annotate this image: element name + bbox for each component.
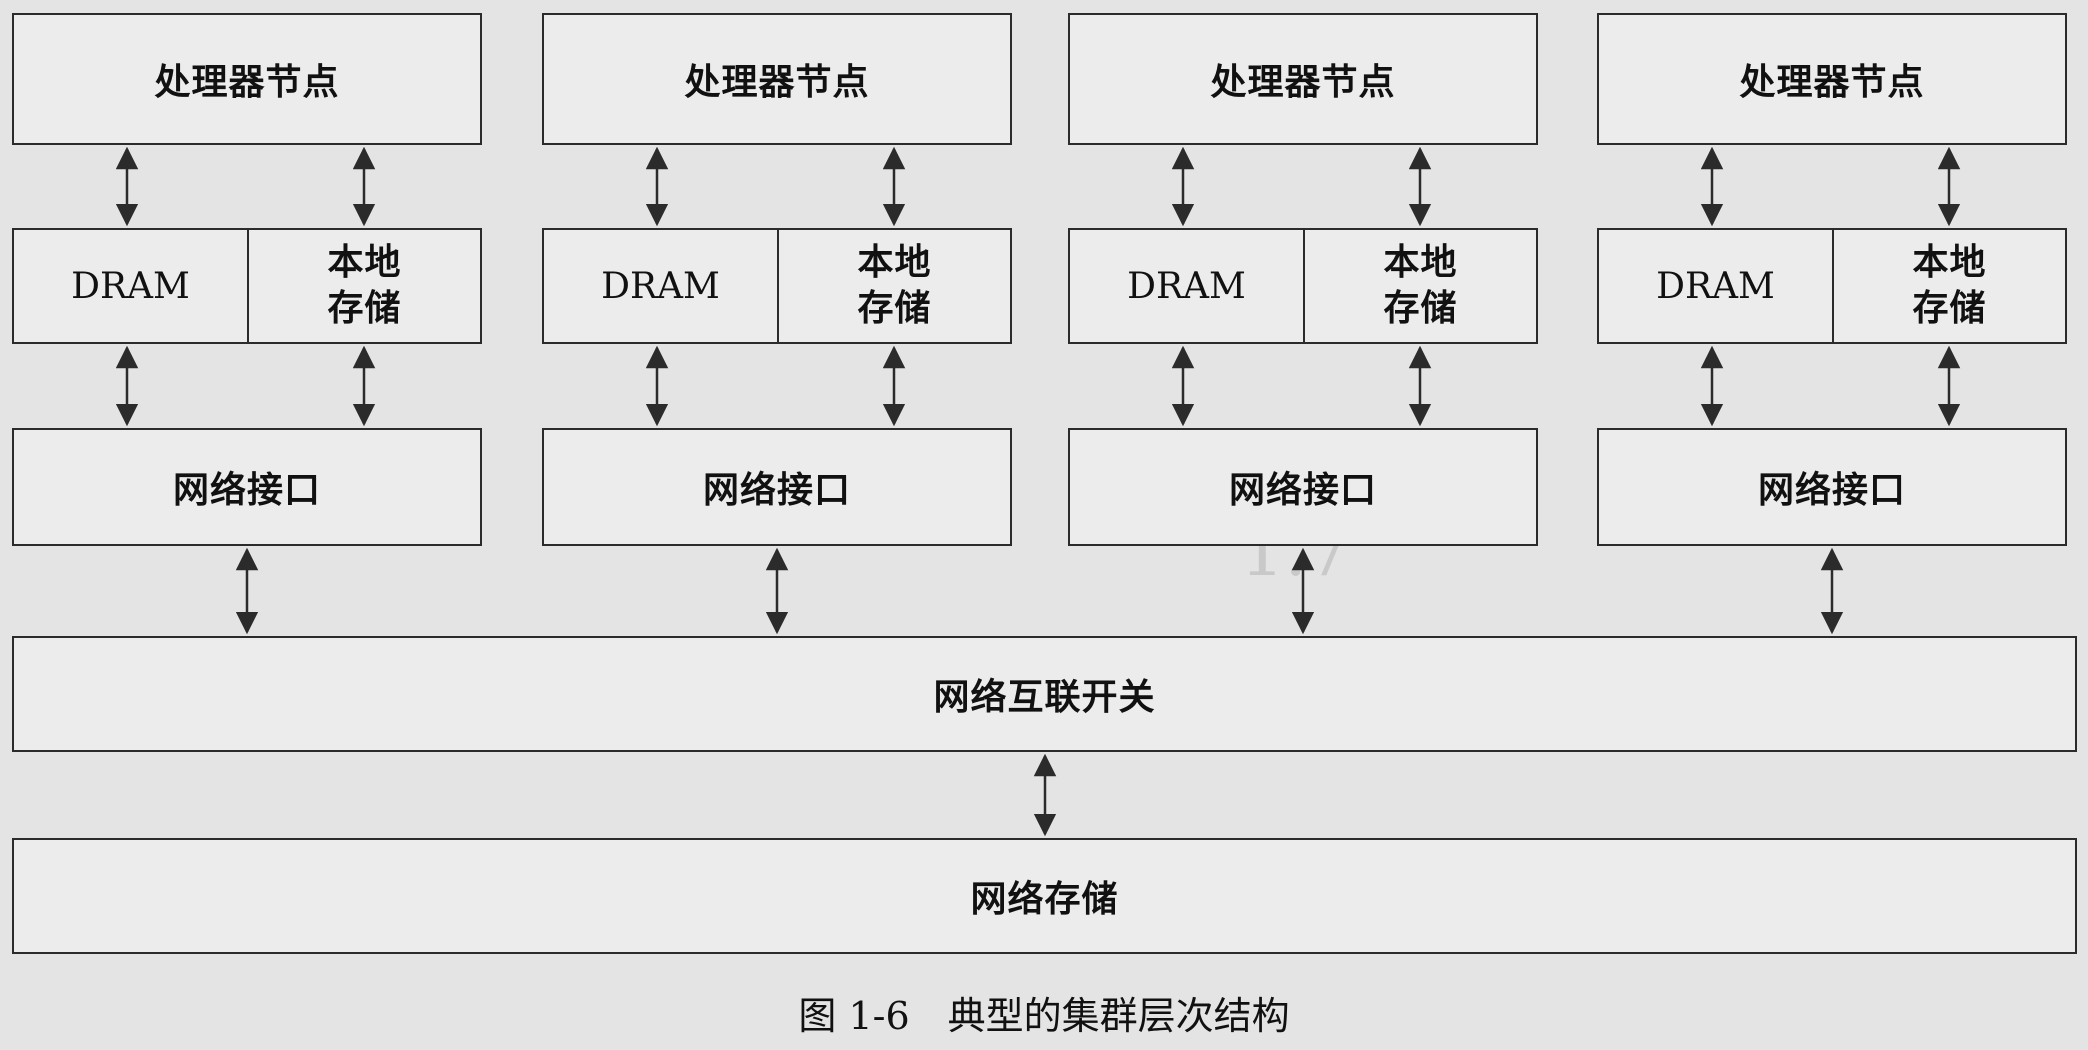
local-storage-box: 本地存储 (247, 228, 482, 344)
network-interface-box: 网络接口 (1597, 428, 2067, 546)
network-interface-box: 网络接口 (12, 428, 482, 546)
dram-box: DRAM (1068, 228, 1305, 344)
local-storage-label-line1: 本地 (327, 242, 402, 283)
dram-label: DRAM (1656, 265, 1775, 307)
processor-node-box: 处理器节点 (1068, 13, 1538, 145)
dram-label: DRAM (601, 265, 720, 307)
processor-node-label: 处理器节点 (1739, 62, 1925, 103)
figure-caption: 图 1-6 典型的集群层次结构 (798, 994, 1290, 1038)
network-storage-label: 网络存储 (970, 879, 1119, 920)
processor-node-box: 处理器节点 (542, 13, 1012, 145)
processor-node-label: 处理器节点 (1210, 62, 1396, 103)
dram-box: DRAM (12, 228, 249, 344)
dram-label: DRAM (71, 265, 190, 307)
local-storage-label-line1: 本地 (857, 242, 932, 283)
local-storage-label-line2: 存储 (857, 288, 932, 329)
processor-node-box: 处理器节点 (12, 13, 482, 145)
network-switch: 网络互联开关 (12, 636, 2077, 752)
local-storage-label-line2: 存储 (1912, 288, 1987, 329)
dram-box: DRAM (1597, 228, 1834, 344)
local-storage-label-line1: 本地 (1383, 242, 1458, 283)
processor-node-box: 处理器节点 (1597, 13, 2067, 145)
network-interface-box: 网络接口 (542, 428, 1012, 546)
local-storage-label-line2: 存储 (1383, 288, 1458, 329)
network-switch-label: 网络互联开关 (933, 677, 1156, 718)
local-storage-box: 本地存储 (1832, 228, 2067, 344)
local-storage-label-line1: 本地 (1912, 242, 1987, 283)
local-storage-label-line2: 存储 (327, 288, 402, 329)
network-interface-label: 网络接口 (1228, 470, 1377, 511)
dram-label: DRAM (1127, 265, 1246, 307)
network-interface-box: 网络接口 (1068, 428, 1538, 546)
dram-box: DRAM (542, 228, 779, 344)
network-interface-label: 网络接口 (702, 470, 851, 511)
network-interface-label: 网络接口 (1757, 470, 1906, 511)
local-storage-box: 本地存储 (777, 228, 1012, 344)
local-storage-box: 本地存储 (1303, 228, 1538, 344)
network-interface-label: 网络接口 (172, 470, 321, 511)
processor-node-label: 处理器节点 (154, 62, 340, 103)
processor-node-label: 处理器节点 (684, 62, 870, 103)
network-storage: 网络存储 (12, 838, 2077, 954)
